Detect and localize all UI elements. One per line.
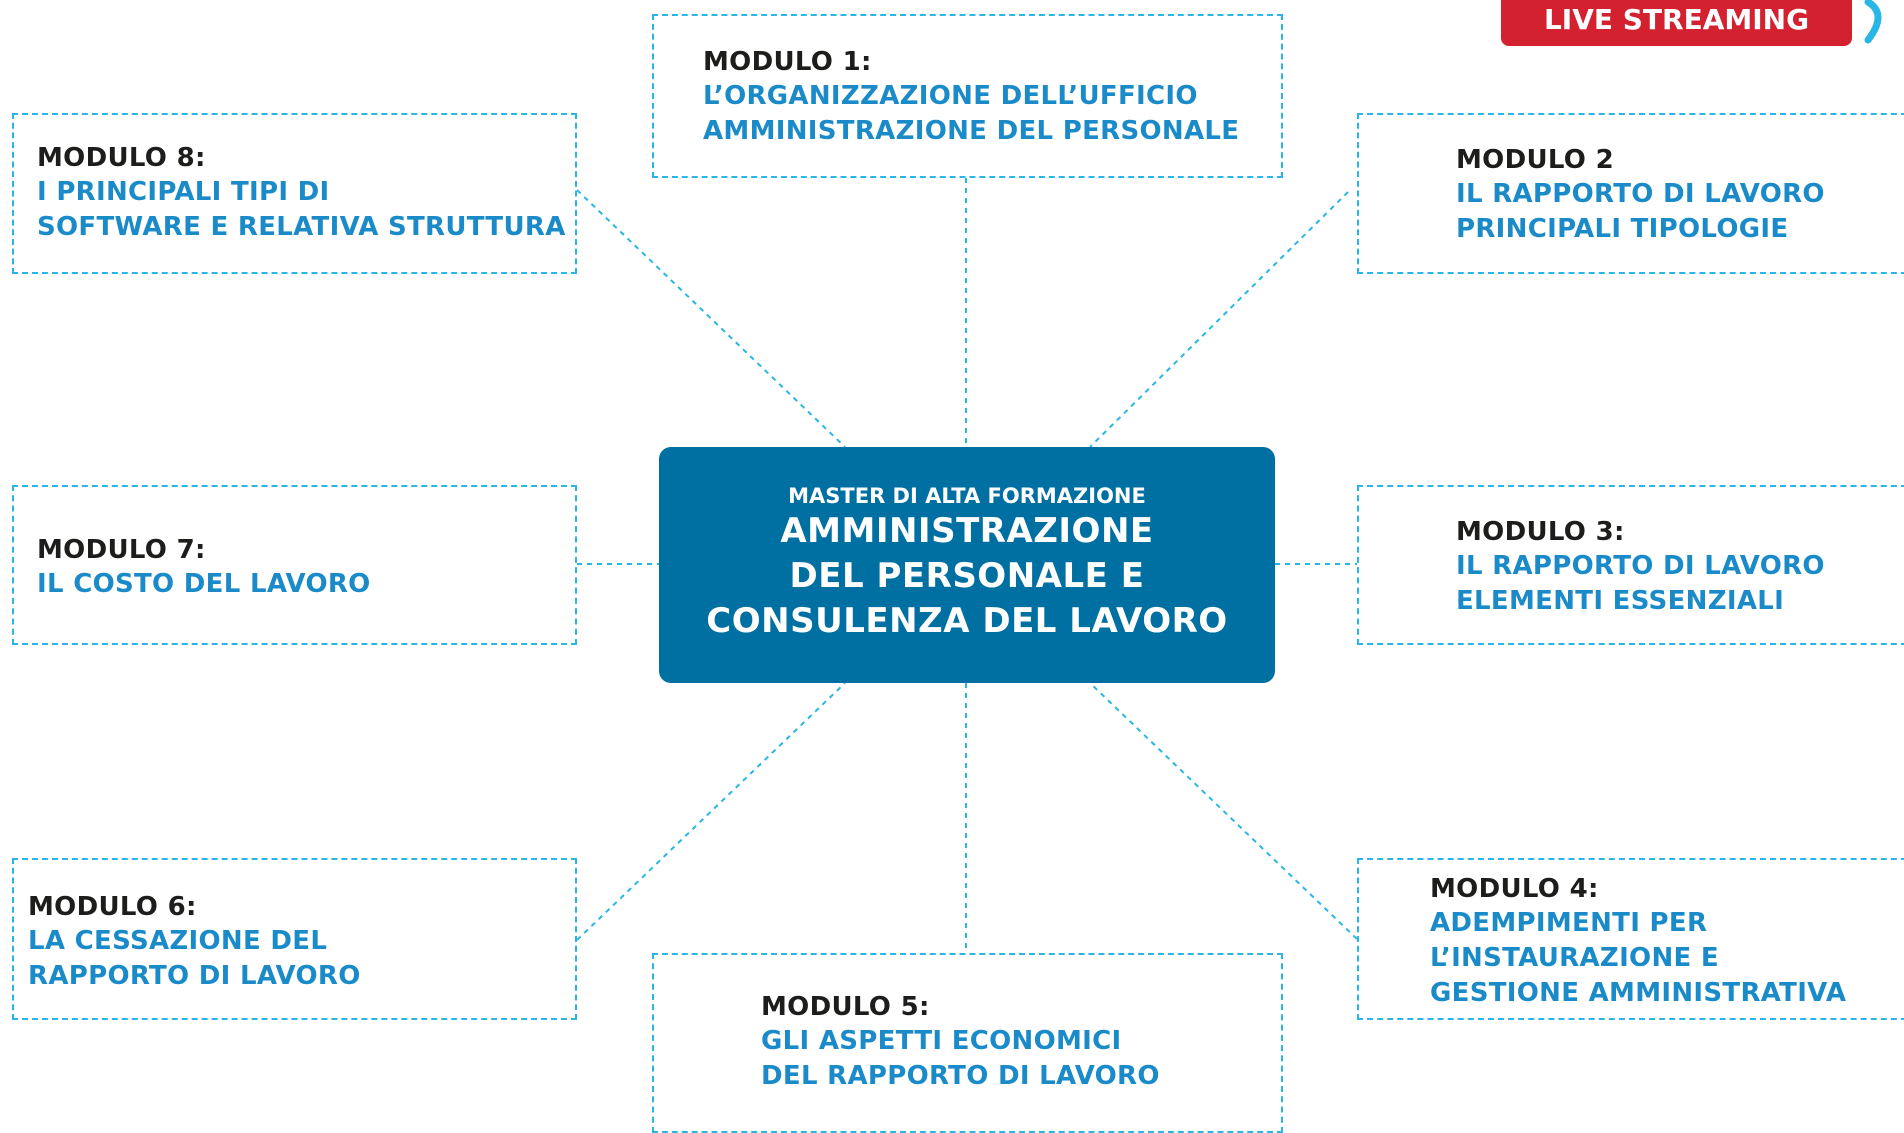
module-6-title: MODULO 6: (28, 892, 197, 922)
module-4-title: MODULO 4: (1430, 874, 1599, 904)
module-7-line-1: IL COSTO DEL LAVORO (37, 569, 371, 599)
module-4-line-2: L’INSTAURAZIONE E (1430, 943, 1719, 973)
module-2-line-1: IL RAPPORTO DI LAVORO (1456, 179, 1825, 209)
module-1-box: MODULO 1: L’ORGANIZZAZIONE DELL’UFFICIO … (652, 14, 1283, 178)
module-5-line-1: GLI ASPETTI ECONOMICI (761, 1026, 1122, 1056)
module-8-title: MODULO 8: (37, 143, 206, 173)
central-kicker: MASTER DI ALTA FORMAZIONE (788, 484, 1146, 508)
module-4-line-1: ADEMPIMENTI PER (1430, 908, 1708, 938)
connector-module-4 (1089, 682, 1358, 940)
central-title-line-3: CONSULENZA DEL LAVORO (706, 601, 1228, 641)
module-7-box: MODULO 7: IL COSTO DEL LAVORO (12, 485, 577, 645)
central-title-line-2: DEL PERSONALE E (789, 556, 1145, 596)
module-3-line-1: IL RAPPORTO DI LAVORO (1456, 551, 1825, 581)
module-5-box: MODULO 5: GLI ASPETTI ECONOMICI DEL RAPP… (652, 953, 1283, 1133)
module-8-line-1: I PRINCIPALI TIPI DI (37, 177, 330, 207)
module-3-box: MODULO 3: IL RAPPORTO DI LAVORO ELEMENTI… (1357, 485, 1904, 645)
module-6-box: MODULO 6: LA CESSAZIONE DEL RAPPORTO DI … (12, 858, 577, 1020)
module-3-title: MODULO 3: (1456, 517, 1625, 547)
module-8-line-2: SOFTWARE E RELATIVA STRUTTURA (37, 212, 566, 242)
live-signal-icon (1864, 0, 1882, 44)
module-1-title: MODULO 1: (703, 47, 872, 77)
module-8-box: MODULO 8: I PRINCIPALI TIPI DI SOFTWARE … (12, 113, 577, 274)
central-topic-box: MASTER DI ALTA FORMAZIONE AMMINISTRAZION… (659, 447, 1275, 683)
module-6-line-2: RAPPORTO DI LAVORO (28, 961, 361, 991)
central-title-line-1: AMMINISTRAZIONE (780, 511, 1154, 551)
module-4-box: MODULO 4: ADEMPIMENTI PER L’INSTAURAZION… (1357, 858, 1904, 1020)
module-6-line-1: LA CESSAZIONE DEL (28, 926, 328, 956)
connector-module-2 (1089, 191, 1349, 448)
module-3-line-2: ELEMENTI ESSENZIALI (1456, 586, 1785, 616)
module-2-title: MODULO 2 (1456, 145, 1614, 175)
module-2-box: MODULO 2 IL RAPPORTO DI LAVORO PRINCIPAL… (1357, 113, 1904, 274)
module-5-title: MODULO 5: (761, 992, 930, 1022)
live-streaming-badge: LIVE STREAMING (1501, 0, 1852, 46)
connector-module-8 (576, 189, 846, 448)
module-2-line-2: PRINCIPALI TIPOLOGIE (1456, 214, 1789, 244)
module-7-title: MODULO 7: (37, 535, 206, 565)
live-streaming-label: LIVE STREAMING (1543, 3, 1810, 36)
module-1-line-2: AMMINISTRAZIONE DEL PERSONALE (703, 116, 1240, 146)
module-1-line-1: L’ORGANIZZAZIONE DELL’UFFICIO (703, 81, 1198, 111)
module-5-line-2: DEL RAPPORTO DI LAVORO (761, 1061, 1160, 1091)
connector-module-6 (576, 682, 846, 941)
module-4-line-3: GESTIONE AMMINISTRATIVA (1430, 978, 1847, 1008)
